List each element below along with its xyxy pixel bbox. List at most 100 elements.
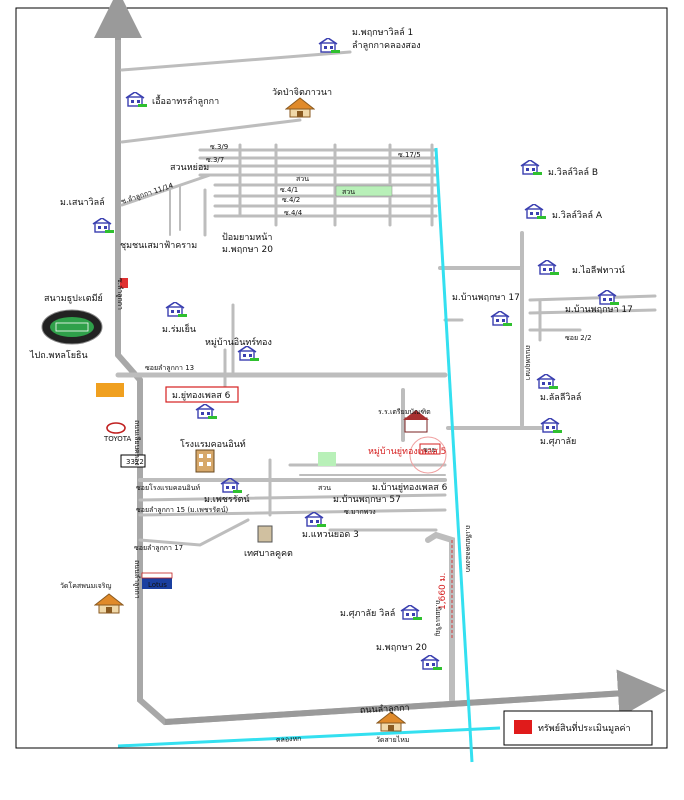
svg-text:โรงแรมคอนอินท์: โรงแรมคอนอินท์ [180,438,246,450]
svg-text:ซ.ลำลูกกา: ซ.ลำลูกกา [116,278,124,310]
canal-vertical [434,147,474,763]
house-icon [490,311,513,327]
legend-swatch [514,720,532,734]
svg-text:ม.ไอลีฟทาวน์: ม.ไอลีฟทาวน์ [572,264,625,276]
stadium-icon [41,309,103,345]
svg-text:สวน: สวน [296,175,309,183]
legend: ทรัพย์สินที่ประเมินมูลค่า [503,710,653,746]
svg-text:ถ.เลียบคลองหก: ถ.เลียบคลองหก [464,525,472,572]
house-icon [195,404,218,420]
hotel-icon [195,449,215,473]
svg-text:ม.บ้านพฤกษา 17: ม.บ้านพฤกษา 17 [565,304,633,315]
park-1 [335,185,393,197]
svg-text:ซ.มากพวง: ซ.มากพวง [344,508,376,516]
svg-text:วัดป่าจิตภาวนา: วัดป่าจิตภาวนา [272,87,332,98]
svg-text:ลำลูกกาคลองสอง: ลำลูกกาคลองสอง [352,40,421,51]
lotus-logo: Lotus [141,572,173,589]
svg-text:ซอยลำลูกกา 13: ซอยลำลูกกา 13 [145,364,194,372]
svg-text:หมู่บ้านอินทร์ทอง: หมู่บ้านอินทร์ทอง [205,336,272,348]
municipality-icon [257,525,273,543]
svg-text:ม.พฤกษาวิลล์ 1: ม.พฤกษาวิลล์ 1 [352,26,413,38]
svg-text:ซ.4/2: ซ.4/2 [282,196,300,204]
house-icon [125,92,148,108]
svg-text:ม.พฤกษา 20: ม.พฤกษา 20 [376,643,427,653]
subject-box[interactable] [165,386,239,403]
svg-text:ซ.4/1: ซ.4/1 [280,186,298,194]
gas-station-icon [120,278,128,288]
svg-text:ม.บ้านพฤกษา 17: ม.บ้านพฤกษา 17 [452,292,520,303]
svg-text:ซ.ลำลูกกา 11/14: ซ.ลำลูกกา 11/14 [120,181,175,206]
svg-text:ม.วิลล์วิลล์ B: ม.วิลล์วิลล์ B [548,166,598,178]
house-icon [520,160,543,176]
svg-text:คลองหก: คลองหก [276,735,302,744]
legend-label: ทรัพย์สินที่ประเมินมูลค่า [538,721,631,734]
subject-marker [409,436,447,474]
house-icon [92,218,115,234]
svg-text:ป้อมยามหน้า: ป้อมยามหน้า [222,232,272,243]
svg-text:วัดโคสพนมเจริญ: วัดโคสพนมเจริญ [60,581,111,590]
svg-text:ซอยลำลูกกา 15 (ม.เพชรรัตน์): ซอยลำลูกกา 15 (ม.เพชรรัตน์) [136,506,229,514]
svg-text:ม.บ้านพฤกษา 57: ม.บ้านพฤกษา 57 [333,494,401,505]
svg-text:ซ.4/4: ซ.4/4 [284,209,303,217]
svg-text:ซอยลำลูกกา 17: ซอยลำลูกกา 17 [134,544,183,552]
house-icon [318,38,341,54]
svg-text:เทศบาลคูคต: เทศบาลคูคต [244,549,293,559]
svg-text:วัดสายไหม: วัดสายไหม [376,735,410,744]
temple-icon [285,97,315,118]
svg-text:ซ.3/9: ซ.3/9 [210,143,228,151]
svg-text:TOYOTA: TOYOTA [103,435,132,443]
svg-text:ร.ร.เตรียมบัณฑิต: ร.ร.เตรียมบัณฑิต [378,408,431,416]
svg-text:ถนนพฤกษา: ถนนพฤกษา [524,345,532,381]
route-3312-sign: 3312 [120,454,146,468]
house-icon [536,374,559,390]
svg-text:ม.ศุภาลัย: ม.ศุภาลัย [540,437,576,447]
house-icon [420,655,443,671]
map-frame [15,7,668,749]
svg-text:ถ.นิยมเจริญ: ถ.นิยมเจริญ [434,600,442,636]
distance-label: 1,660 ม. [438,573,448,610]
svg-text:ม.แหวนยอด 3: ม.แหวนยอด 3 [302,530,359,540]
svg-text:ม.เพชรรัตน์: ม.เพชรรัตน์ [204,493,250,505]
main-road-arrow [164,669,666,725]
svg-text:ม.ลัลลีวิลล์: ม.ลัลลีวิลล์ [540,391,581,403]
house-icon [540,418,563,434]
svg-text:หมู่บ้านยู่ทองเพลส 5: หมู่บ้านยู่ทองเพลส 5 [368,446,446,457]
svg-text:ม.ร่มเย็น: ม.ร่มเย็น [162,322,196,335]
svg-text:Lotus: Lotus [148,581,167,589]
house-icon [165,302,188,318]
svg-text:ถนนลำลูกกา: ถนนลำลูกกา [360,702,410,716]
svg-text:สวน: สวน [342,188,355,196]
svg-text:ม.วิลล์วิลล์ A: ม.วิลล์วิลล์ A [552,209,603,221]
svg-text:ม.พฤกษา 20: ม.พฤกษา 20 [222,245,273,255]
subject-label: ม.ยู่ทองเพลส 6 [172,391,231,401]
svg-text:3312: 3312 [126,458,144,466]
sale-tag [419,443,441,455]
toyota-logo: TOYOTA [103,422,132,443]
svg-text:ม.บ้านยู่ทองเพลส 6: ม.บ้านยู่ทองเพลส 6 [372,482,448,493]
place-labels: ม.พฤกษาวิลล์ 1 ลำลูกกาคลองสอง เอื้ออาทรล… [29,26,633,744]
svg-text:ซอยโรงแรมคอนอินท์: ซอยโรงแรมคอนอินท์ [136,483,201,492]
school-icon [403,410,429,433]
svg-text:เอื้ออาทรลำลูกกา: เอื้ออาทรลำลูกกา [152,94,219,107]
house-icon [237,346,260,362]
svg-text:ซ.3/7: ซ.3/7 [206,156,224,164]
house-icon [537,260,560,276]
house-icon [400,605,423,621]
temple-icon [94,593,124,614]
house-icon [524,204,547,220]
svg-text:ม.เสนาวิลล์: ม.เสนาวิลล์ [60,196,105,208]
brand-badge [96,383,124,397]
house-icon [304,512,327,528]
svg-text:สวนหย่อม: สวนหย่อม [170,163,209,173]
svg-text:ชุมชนเสมาฟ้าคราม: ชุมชนเสมาฟ้าคราม [120,240,197,251]
svg-text:ถนนลำลูกกา: ถนนลำลูกกา [133,560,141,599]
svg-text:ซอย 2/2: ซอย 2/2 [565,334,592,342]
svg-text:ขาย: ขาย [423,446,436,454]
svg-text:ม.ศุภาลัย วิลล์: ม.ศุภาลัย วิลล์ [340,607,395,619]
canal-horizontal [117,726,501,748]
svg-text:ถนนเลียบคลอง: ถนนเลียบคลอง [133,420,141,466]
svg-text:สวน: สวน [318,484,331,492]
svg-text:สนามธูปะเตมีย์: สนามธูปะเตมีย์ [44,292,103,304]
park-2 [318,452,336,466]
